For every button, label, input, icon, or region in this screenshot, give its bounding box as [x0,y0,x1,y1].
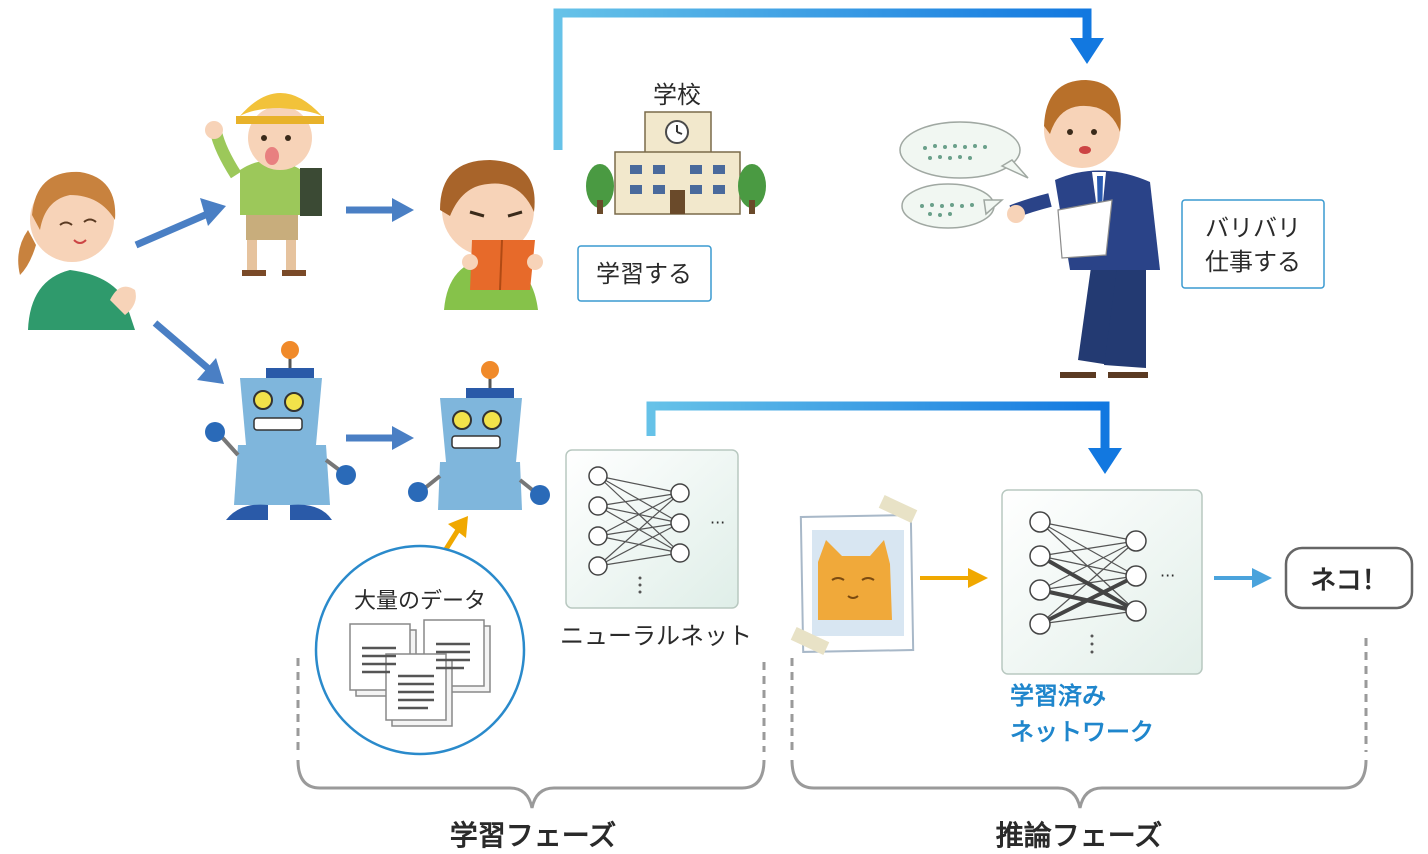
trained-network-label-line1: 学習済み [1010,682,1106,710]
study-label-box: 学習する [577,245,712,302]
school-illustration: 学校 [586,81,766,215]
flow-arrow-network-to-answer [1214,568,1272,588]
big-data-label: 大量のデータ [354,589,486,614]
cat-photo [790,495,918,655]
flow-arrow-cat-to-network [920,568,988,588]
trained-network-label-line2: ネットワーク [1010,718,1154,746]
flow-arrow-mother-to-child [134,198,226,249]
neural-net-label: ニューラルネット [560,622,752,650]
learning-phase-bracket [296,658,766,809]
study-label: 学習する [596,260,692,288]
neural-network-untrained: ··· [565,449,739,609]
document-stack-icon [349,619,491,727]
route-line-human [553,8,1104,150]
speech-bubbles [899,121,1029,229]
school-label: 学校 [653,81,701,109]
work-label-box: バリバリ 仕事する [1181,199,1325,289]
cat-answer-label: ネコ！ [1310,566,1387,596]
schoolchild-illustration [205,93,324,276]
big-data-circle: 大量のデータ [314,544,526,756]
flow-arrow-mother-to-robot [152,320,224,384]
ellipsis-h-1: ··· [710,513,725,532]
neural-network-trained: ··· [1001,489,1203,675]
mother-illustration [18,171,136,330]
inference-phase-label: 推論フェーズ [996,819,1163,852]
work-label-line2: 仕事する [1205,248,1301,276]
inference-phase-bracket [790,638,1368,809]
flow-arrow-child-to-student [346,198,414,222]
work-label-line1: バリバリ [1205,214,1301,242]
cat-answer-box: ネコ！ [1284,546,1414,610]
route-line-ai [646,401,1122,474]
ellipsis-h-2: ··· [1160,566,1175,585]
student-illustration [440,160,543,310]
businessman-illustration [1007,80,1160,378]
flow-arrow-robot-to-robot [346,426,414,450]
robot-illustration-1 [205,341,356,520]
learning-phase-label: 学習フェーズ [450,819,617,852]
robot-illustration-2 [408,361,550,510]
